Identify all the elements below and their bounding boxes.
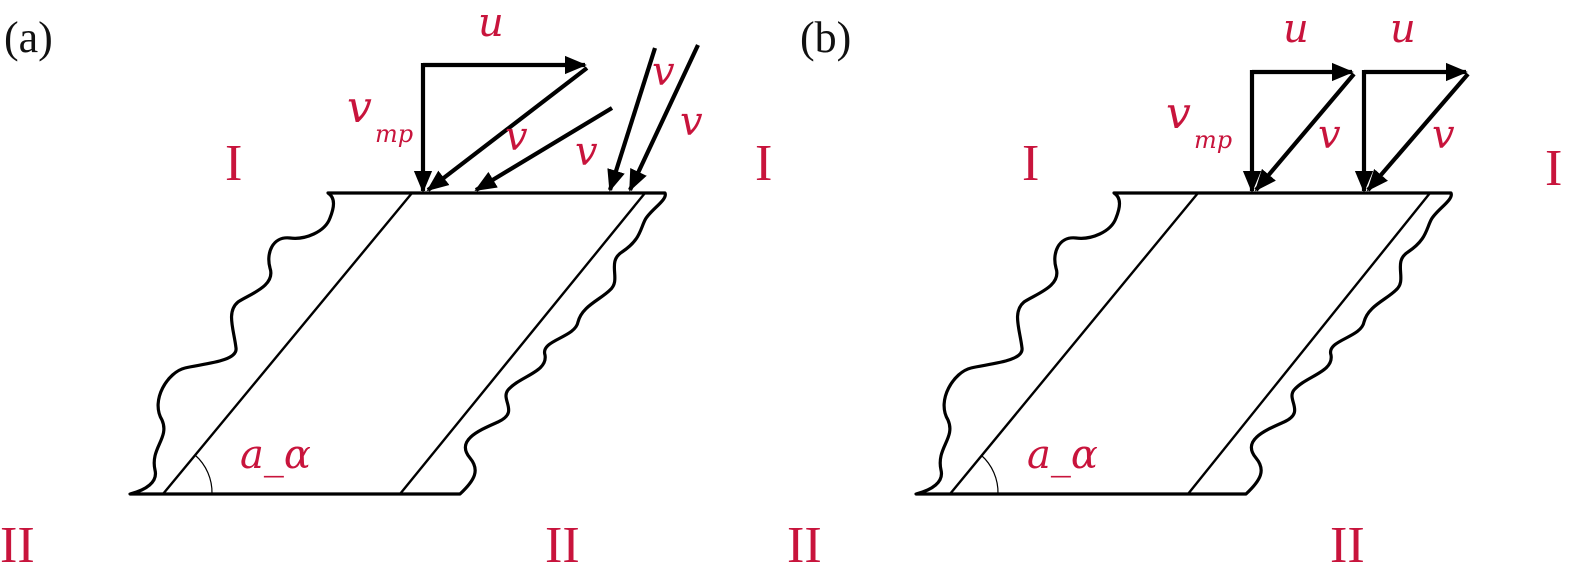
panel-b-zone-top-right: I <box>1545 140 1562 197</box>
panel-b-u-label-2: u <box>1390 6 1416 52</box>
panel-b-v-label-2: v <box>1432 112 1455 158</box>
panel-a-angle-label: a_α <box>240 432 311 478</box>
panel-a-u-label: u <box>478 0 504 46</box>
panel-b-v-vector-1 <box>1254 72 1356 192</box>
panel-a-label: (a) <box>4 13 53 62</box>
panel-b-v-label-1: v <box>1318 112 1341 158</box>
panel-a-v-vector-1 <box>426 66 589 192</box>
panel-b-vmp-subscript: mp <box>1194 126 1232 154</box>
panel-a-zone-top-right: I <box>755 135 772 192</box>
panel-a-vmp-label: v <box>347 82 372 133</box>
panel-a-v-vector-2 <box>474 106 614 192</box>
panel-b-shear-band-left <box>949 192 1199 495</box>
panel-a-shear-band-left <box>162 192 413 495</box>
panel-a-zone-top-left: I <box>225 135 242 192</box>
panel-a-specimen-outline <box>128 191 667 496</box>
panel-b-zone-bottom-right: II <box>1330 517 1365 572</box>
panel-a-v-vector-4 <box>628 44 700 192</box>
panel-b-specimen-outline <box>914 191 1453 496</box>
panel-a-v-label-4: v <box>680 99 703 145</box>
panel-a-v-vector-3 <box>607 47 658 192</box>
panel-a-angle-arc <box>194 454 213 495</box>
panel-a-zone-bottom-right: II <box>545 517 580 572</box>
panel-b-shear-band-right <box>1187 192 1431 495</box>
panel-b-zone-top-left: I <box>1022 135 1039 192</box>
panel-a-shear-band-right <box>399 192 646 495</box>
panel-b-label: (b) <box>800 13 851 62</box>
panel-a-v-label-2: v <box>575 129 598 175</box>
panel-a-vmp-subscript: mp <box>375 120 413 148</box>
panel-b-angle-arc <box>980 454 999 495</box>
panel-a: (a) I I II II a_α u v mp v v v v <box>0 0 772 572</box>
panel-b-u-label-1: u <box>1283 6 1309 52</box>
panel-a-zone-bottom-left: II <box>0 517 35 572</box>
panel-b-angle-label: a_α <box>1027 432 1098 478</box>
panel-b: (b) I I II II a_α u u v mp v v <box>787 6 1562 572</box>
panel-b-vmp-label: v <box>1166 88 1191 139</box>
panel-b-v-vector-2 <box>1366 72 1470 192</box>
panel-a-v-label-3: v <box>652 49 675 95</box>
panel-a-v-label-1: v <box>505 114 528 160</box>
panel-b-zone-bottom-left: II <box>787 517 822 572</box>
